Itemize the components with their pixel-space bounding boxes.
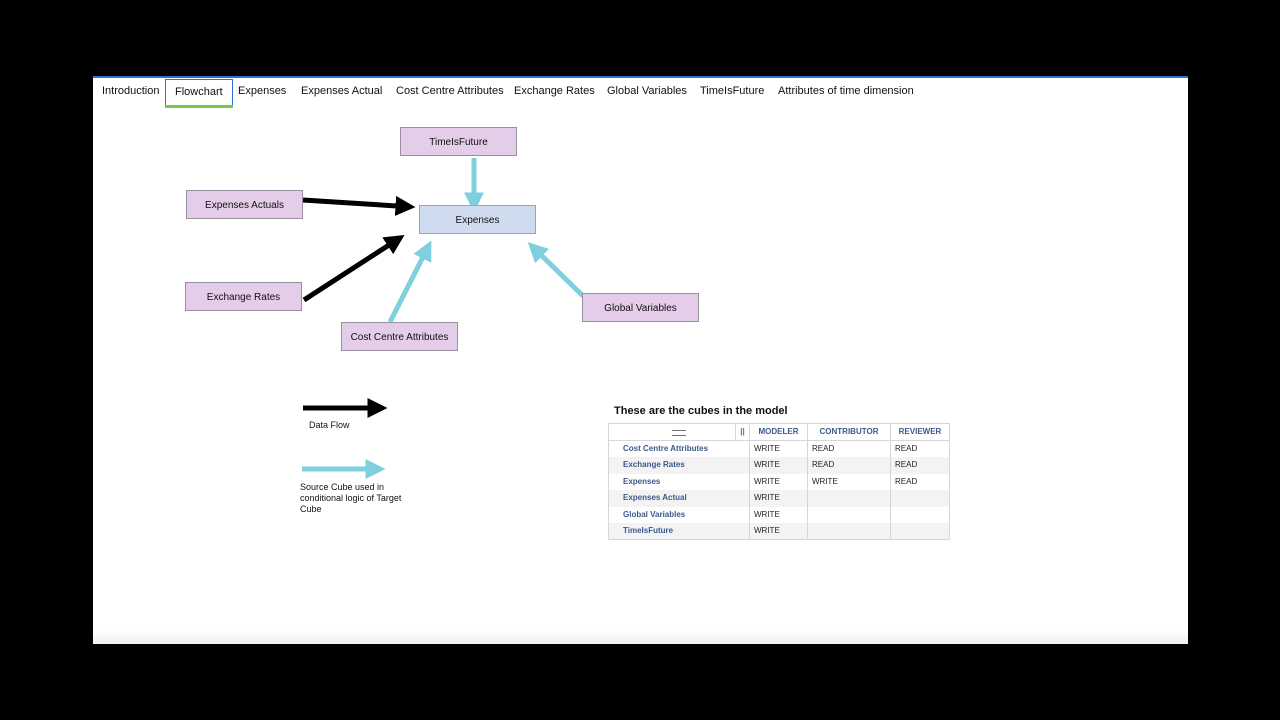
column-freeze-icon[interactable]: ||	[735, 424, 749, 440]
tab-timeisfuture[interactable]: TimeIsFuture	[700, 85, 765, 97]
contributor-access[interactable]	[808, 522, 891, 540]
cubes-table: || MODELER CONTRIBUTOR REVIEWER Cost Cen…	[608, 423, 950, 541]
reviewer-access[interactable]	[891, 507, 949, 523]
contributor-access[interactable]: READ	[808, 457, 891, 474]
table-row[interactable]: Global Variables WRITE	[609, 506, 949, 523]
table-row[interactable]: Expenses WRITE WRITE READ	[609, 473, 949, 491]
table-row[interactable]: Exchange Rates WRITE READ READ	[609, 457, 949, 474]
table-header: || MODELER CONTRIBUTOR REVIEWER	[609, 424, 949, 441]
tab-expenses-actual[interactable]: Expenses Actual	[301, 85, 383, 97]
legend-conditional-line2: conditional logic of Target	[300, 493, 402, 503]
tab-attributes-of-time-dimension[interactable]: Attributes of time dimension	[778, 85, 914, 97]
cube-name: Expenses Actual	[609, 490, 750, 507]
reviewer-access[interactable]: READ	[895, 460, 918, 470]
arrow-expenses-actuals-to-expenses	[302, 195, 416, 216]
modeler-access[interactable]: WRITE	[750, 457, 808, 474]
row-header-cell[interactable]: ||	[609, 424, 750, 440]
table-row[interactable]: TimeIsFuture WRITE	[609, 522, 949, 540]
column-header-modeler[interactable]: MODELER	[750, 424, 808, 440]
node-expenses-actuals: Expenses Actuals	[186, 190, 303, 219]
legend-conditional-label: Source Cube used in conditional logic of…	[300, 482, 401, 515]
reviewer-access[interactable]	[891, 490, 949, 506]
cube-name: Global Variables	[609, 506, 750, 523]
tab-introduction[interactable]: Introduction	[102, 85, 160, 97]
tab-expenses[interactable]: Expenses	[238, 85, 287, 97]
cubes-title: These are the cubes in the model	[614, 405, 788, 417]
tab-global-variables[interactable]: Global Variables	[607, 85, 687, 97]
legend-conditional-line1: Source Cube used in	[300, 482, 385, 492]
contributor-access[interactable]	[808, 490, 891, 507]
modeler-access[interactable]: WRITE	[750, 473, 808, 491]
cube-name: Cost Centre Attributes	[609, 441, 750, 458]
app-window: Introduction Flowchart Expenses Expenses…	[93, 76, 1188, 644]
column-header-contributor[interactable]: CONTRIBUTOR	[808, 424, 891, 440]
node-cost-centre-attributes: Cost Centre Attributes	[341, 322, 458, 351]
contributor-access[interactable]: READ	[808, 441, 891, 458]
modeler-access[interactable]: WRITE	[750, 506, 808, 523]
arrow-cost-centre-to-expenses	[387, 240, 432, 324]
reviewer-access[interactable]: READ	[895, 444, 918, 453]
node-exchange-rates: Exchange Rates	[185, 282, 302, 311]
node-timeisfuture: TimeIsFuture	[400, 127, 517, 156]
arrow-exchange-rates-to-expenses	[302, 234, 405, 303]
modeler-access[interactable]: WRITE	[750, 490, 808, 507]
table-body: Cost Centre Attributes WRITE READ READ E…	[609, 441, 949, 540]
contributor-access[interactable]	[808, 506, 891, 523]
arrow-global-variables-to-expenses	[527, 242, 585, 298]
reviewer-access[interactable]	[891, 523, 949, 539]
drag-handle-icon[interactable]	[672, 430, 686, 436]
legend-data-flow-label: Data Flow	[309, 420, 350, 430]
table-row[interactable]: Expenses Actual WRITE	[609, 490, 949, 507]
node-expenses-target: Expenses	[419, 205, 536, 234]
cube-name: Exchange Rates	[609, 457, 750, 474]
tab-cost-centre-attributes[interactable]: Cost Centre Attributes	[396, 85, 504, 97]
cube-name: Expenses	[609, 473, 750, 491]
cube-name: TimeIsFuture	[609, 522, 750, 540]
table-row[interactable]: Cost Centre Attributes WRITE READ READ	[609, 441, 949, 458]
column-header-reviewer[interactable]: REVIEWER	[898, 427, 942, 436]
modeler-access[interactable]: WRITE	[750, 441, 808, 458]
contributor-access[interactable]: WRITE	[808, 473, 891, 491]
tab-flowchart[interactable]: Flowchart	[165, 79, 233, 108]
legend-conditional-line3: Cube	[300, 504, 322, 514]
tab-exchange-rates[interactable]: Exchange Rates	[514, 85, 595, 97]
modeler-access[interactable]: WRITE	[750, 522, 808, 540]
node-global-variables: Global Variables	[582, 293, 699, 322]
flowchart-arrows	[302, 158, 585, 479]
reviewer-access[interactable]: READ	[895, 476, 918, 486]
